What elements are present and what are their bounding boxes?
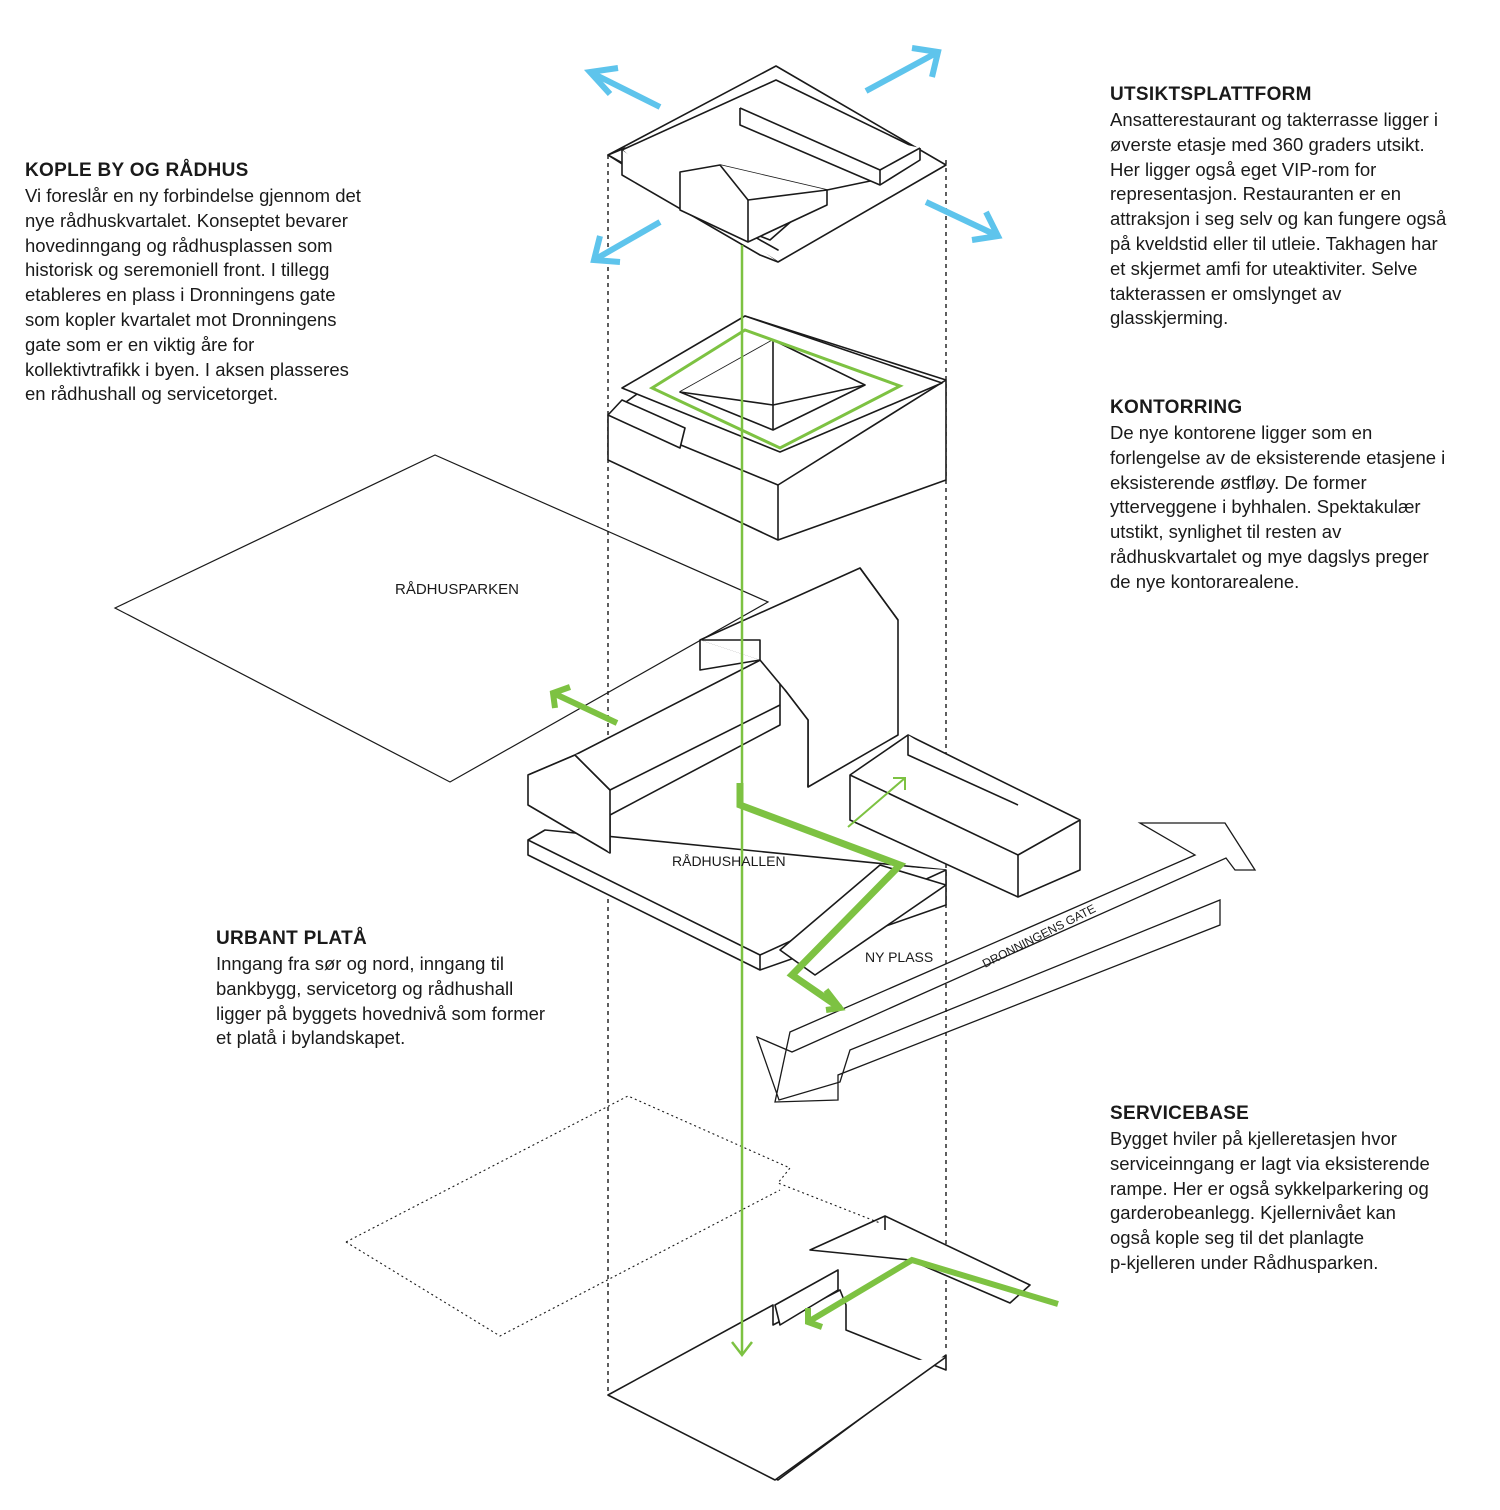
view-arrows <box>583 45 1003 265</box>
body-kontor: De nye kontorene ligger som en forlengel… <box>1110 422 1446 592</box>
body-service: Bygget hviler på kjelleretasjen hvor ser… <box>1110 1128 1430 1273</box>
basement-level <box>607 1215 1031 1481</box>
body-kople: Vi foreslår en ny forbindelse gjennom de… <box>25 185 361 405</box>
heading-service: SERVICEBASE <box>1110 1103 1250 1124</box>
heading-utsikt: UTSIKTSPLATTFORM <box>1110 84 1312 105</box>
view-arrow-se-icon <box>924 199 1003 243</box>
label-radhusparken: RÅDHUSPARKEN <box>395 581 519 598</box>
dronningens-gate-arrow <box>755 822 1257 1103</box>
label-radhushallen: RÅDHUSHALLEN <box>672 853 786 869</box>
view-arrow-nw-icon <box>583 65 662 110</box>
main-building-level <box>527 567 1081 976</box>
body-urbant: Inngang fra sør og nord, inngang til ban… <box>216 953 546 1049</box>
body-utsikt: Ansatterestaurant og takterrasse ligger … <box>1110 109 1447 329</box>
heading-kople: KOPLE BY OG RÅDHUS <box>25 160 249 181</box>
label-ny-plass: NY PLASS <box>865 949 933 965</box>
text-block-utsikt: UTSIKTSPLATTFORM Ansatterestaurant og ta… <box>1110 84 1495 331</box>
radhusparken-outline <box>113 454 770 783</box>
heading-urbant: URBANT PLATÅ <box>216 928 368 949</box>
heading-kontor: KONTORRING <box>1110 397 1243 418</box>
view-arrow-ne-icon <box>864 45 942 94</box>
text-block-kople: KOPLE BY OG RÅDHUS Vi foreslår en ny for… <box>25 160 425 407</box>
roof-platform-level <box>607 65 947 263</box>
view-arrow-sw-icon <box>590 219 662 265</box>
basement-park-outline <box>345 1095 881 1337</box>
green-circulation <box>549 245 1059 1358</box>
label-dronningens-gate: DRONNINGENS GATE <box>980 901 1098 970</box>
office-ring-level <box>607 315 947 541</box>
text-block-service: SERVICEBASE Bygget hviler på kjelleretas… <box>1110 1103 1495 1276</box>
text-block-urbant: URBANT PLATÅ Inngang fra sør og nord, in… <box>216 928 606 1051</box>
text-block-kontor: KONTORRING De nye kontorene ligger som e… <box>1110 397 1495 595</box>
